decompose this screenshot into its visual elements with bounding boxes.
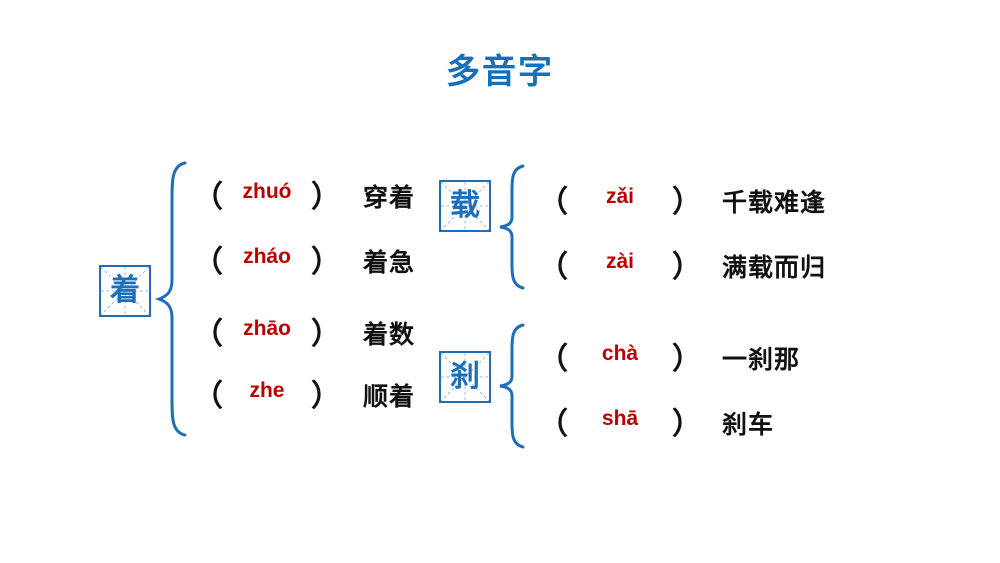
paren-close: ） bbox=[672, 408, 702, 441]
tianzige-grid-icon bbox=[101, 267, 149, 315]
character-box-zhuo[interactable]: 着 bbox=[99, 265, 151, 317]
word-qianzainanfeng: 千载难逢 bbox=[722, 188, 827, 217]
paren-open: （ bbox=[538, 251, 568, 284]
word-zhaoshu: 着数 bbox=[363, 320, 416, 349]
paren-close: ） bbox=[311, 318, 341, 351]
entry-row-zai-1: （ zǎi ） 千载难逢 bbox=[538, 181, 826, 225]
pinyin-sha1: shā bbox=[601, 406, 639, 430]
character-glyph-zhuo: 着 bbox=[110, 274, 140, 307]
word-shache: 刹车 bbox=[722, 410, 775, 439]
entry-row-zhuo-3: （ zhāo ） 着数 bbox=[193, 313, 415, 357]
paren-open: （ bbox=[193, 181, 223, 214]
entry-row-cha-2: （ shā ） 刹车 bbox=[538, 403, 774, 447]
word-manzaiergui: 满载而归 bbox=[722, 253, 827, 282]
pinyin-cha4: chà bbox=[601, 341, 639, 365]
paren-close: ） bbox=[672, 251, 702, 284]
pinyin-zai3: zǎi bbox=[605, 184, 634, 208]
pinyin-zhao2: zháo bbox=[243, 244, 291, 268]
paren-close: ） bbox=[311, 380, 341, 413]
pinyin-zhao1: zhāo bbox=[243, 316, 291, 340]
paren-open: （ bbox=[193, 318, 223, 351]
character-glyph-zai: 载 bbox=[450, 189, 480, 222]
word-shunzhe: 顺着 bbox=[363, 382, 416, 411]
entry-row-zhuo-4: （ zhe ） 顺着 bbox=[193, 375, 415, 419]
word-zhaoji: 着急 bbox=[363, 248, 416, 277]
word-chuanzhuo: 穿着 bbox=[363, 183, 416, 212]
character-glyph-cha: 刹 bbox=[450, 360, 480, 393]
paren-open: （ bbox=[538, 186, 568, 219]
paren-open: （ bbox=[193, 246, 223, 279]
entry-row-cha-1: （ chà ） 一刹那 bbox=[538, 338, 800, 382]
paren-open: （ bbox=[193, 380, 223, 413]
paren-open: （ bbox=[538, 343, 568, 376]
pinyin-zhuo: zhuó bbox=[242, 179, 292, 203]
paren-open: （ bbox=[538, 408, 568, 441]
paren-close: ） bbox=[311, 181, 341, 214]
word-yichana: 一刹那 bbox=[722, 345, 801, 374]
pinyin-zai4: zài bbox=[605, 249, 634, 273]
character-box-zai[interactable]: 载 bbox=[439, 180, 491, 232]
tianzige-grid-icon bbox=[441, 353, 489, 401]
brace-zai bbox=[497, 163, 527, 291]
entry-row-zai-2: （ zài ） 满载而归 bbox=[538, 246, 826, 290]
tianzige-grid-icon bbox=[441, 182, 489, 230]
brace-zhuo bbox=[154, 160, 189, 438]
page-title: 多音字 bbox=[446, 53, 554, 91]
paren-close: ） bbox=[311, 246, 341, 279]
character-box-cha[interactable]: 刹 bbox=[439, 351, 491, 403]
entry-row-zhuo-2: （ zháo ） 着急 bbox=[193, 241, 415, 285]
pinyin-zhe: zhe bbox=[249, 378, 285, 402]
brace-cha bbox=[497, 322, 527, 450]
paren-close: ） bbox=[672, 186, 702, 219]
paren-close: ） bbox=[672, 343, 702, 376]
entry-row-zhuo-1: （ zhuó ） 穿着 bbox=[193, 176, 415, 220]
